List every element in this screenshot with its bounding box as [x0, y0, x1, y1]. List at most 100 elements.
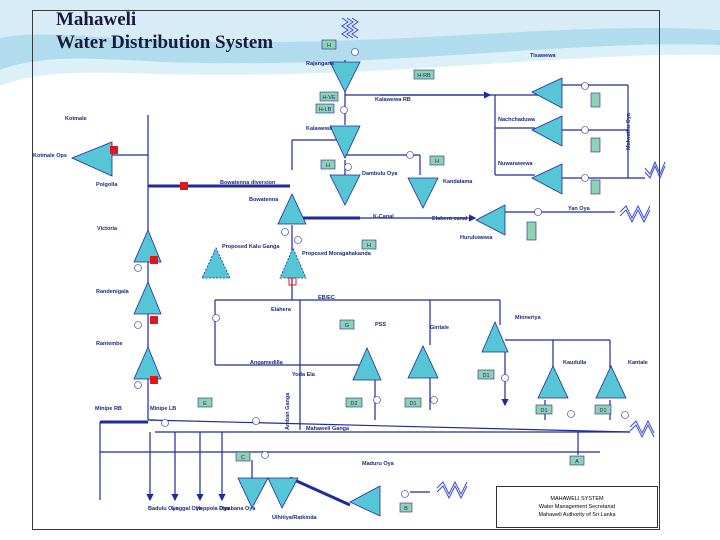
label-badulu-oya: Badulu Oya	[148, 506, 180, 512]
station-box-label: H	[326, 163, 330, 169]
info-line-1: MAHAWELI SYSTEM	[550, 496, 604, 502]
page-title: Mahaweli Water Distribution System	[56, 8, 273, 54]
label-proposed-moragahakanda: Proposed Moragahakanda	[302, 251, 372, 257]
station-box-label: B	[404, 506, 408, 512]
label-ebc: EB/EC	[318, 295, 335, 301]
station-box-label: A	[575, 459, 579, 465]
mahaweli-zigzag	[629, 419, 655, 439]
tisawewa-reservoir	[531, 77, 563, 109]
station-box-label: H	[327, 43, 331, 49]
label-nachchaduwa: Nachchaduwa	[498, 117, 536, 123]
reservoirs	[70, 61, 627, 517]
rantembe-reservoir	[133, 345, 162, 380]
station-box-label: D1	[482, 373, 489, 379]
info-line-3: Mahaweli Authority of Sri Lanka	[538, 512, 616, 518]
lower-reservoir	[349, 485, 381, 517]
randenigala-reservoir	[133, 280, 162, 315]
label-loggal-oya: Loggal Oya	[172, 506, 203, 512]
station-box-label: H	[367, 243, 371, 249]
label-dambulu-oya: Dambulu Oya	[362, 171, 398, 177]
station-boxes	[197, 39, 612, 513]
site-labels: Kotmale Kotmale Ops Polgolla Victoria Ra…	[33, 53, 648, 521]
kandalama-reservoir	[407, 177, 439, 209]
bowatenna-reservoir	[277, 193, 307, 225]
station-box-labels: H H-RB H-VE H-LB H H H G E C A D2 D1 D1 …	[203, 43, 606, 512]
title-line-1: Mahaweli	[56, 9, 137, 30]
label-ulhitiya-ratkinda: Ulhitiya/Ratkinda	[272, 515, 318, 521]
label-mahaweli-ganga: Mahaweli Ganga	[306, 426, 350, 432]
label-rajangana: Rajangana	[306, 61, 335, 67]
yan-oya-zigzag	[619, 204, 651, 224]
proposed-moragahakanda-reservoir	[279, 246, 307, 279]
label-tisawewa: Tisawewa	[530, 53, 557, 59]
huruluwewa-reservoir	[475, 204, 506, 236]
station-box-label: D1	[599, 408, 606, 414]
station-box-label: E	[203, 401, 207, 407]
giritale-reservoir	[407, 345, 439, 379]
station-box-label: C	[241, 455, 245, 461]
gauge-stations	[134, 48, 629, 498]
dambulu-reservoir	[329, 174, 361, 206]
system-info-box: MAHAWELI SYSTEM Water Management Secreta…	[496, 486, 658, 528]
label-elahera: Elahera	[271, 307, 292, 313]
nuwarawewa-reservoir	[531, 163, 563, 195]
label-yoda-ela: Yoda Ela	[292, 372, 316, 378]
station-box-label: D1	[409, 401, 416, 407]
kotmale-ops-reservoir	[70, 141, 113, 177]
label-huruluwewa: Huruluwewa	[460, 235, 493, 241]
station-box-label: H	[435, 159, 439, 165]
diagram-frame	[32, 10, 660, 530]
label-k-canal: K-Canal	[373, 214, 394, 220]
label-randenigala: Randenigala	[96, 289, 130, 295]
proposed-gate	[288, 277, 297, 286]
proposed-reservoirs	[201, 246, 307, 279]
station-box-label: D2	[350, 401, 357, 407]
rajangana-reservoir	[329, 61, 361, 93]
top-river-zigzag	[341, 17, 359, 39]
pss-reservoir	[352, 347, 382, 381]
maduru-reservoir-1	[237, 477, 269, 509]
flow-lines	[99, 60, 645, 507]
label-kandalama: Kandalama	[443, 179, 473, 185]
label-elahera-canal: Elahera canal	[432, 216, 468, 222]
control-gates	[110, 146, 188, 384]
label-kotmale: Kotmale	[65, 116, 87, 122]
label-kotmale-ops: Kotmale Ops	[33, 153, 67, 159]
label-victoria: Victoria	[97, 226, 118, 232]
label-polgolla: Polgolla	[96, 182, 118, 188]
lower-zigzag	[436, 480, 468, 500]
station-box-label: H-LB	[319, 107, 332, 113]
label-yan-oya: Yan Oya	[568, 206, 591, 212]
label-minipe-rb: Minipe RB	[95, 406, 122, 412]
label-giritale: Giritale	[430, 325, 449, 331]
label-rantembe: Rantembe	[96, 341, 123, 347]
label-kaudulla: Kaudulla	[563, 360, 587, 366]
label-minneriya: Minneriya	[515, 315, 542, 321]
label-malwathu-oya: Malwathu Oya	[626, 112, 632, 150]
title-line-2: Water Distribution System	[56, 32, 274, 53]
proposed-kalu-ganga-reservoir	[201, 247, 231, 279]
label-nuwarawewa: Nuwarawewa	[498, 161, 533, 167]
maduru-reservoir-2	[267, 477, 299, 509]
label-diyabana-oya: Diyabana Oya	[219, 506, 256, 512]
station-box-label: D1	[540, 408, 547, 414]
kalawewa-reservoir	[329, 125, 361, 159]
kaudulla-reservoir	[537, 365, 569, 399]
label-kalawewa: Kalawewa	[306, 126, 333, 132]
label-bowatenna: Bowatenna	[249, 197, 279, 203]
label-amban-ganga: Amban Ganga	[285, 392, 291, 430]
label-kalawewa-rb: Kalawewa RB	[375, 97, 411, 103]
label-kantale: Kantale	[628, 360, 648, 366]
station-box-label: H-VE	[322, 95, 335, 101]
kantale-reservoir	[595, 365, 627, 399]
malwathu-zigzag	[644, 160, 666, 180]
label-angamedilla: Angamedilla	[250, 360, 284, 366]
label-heppola-oya: Heppola Oya	[196, 506, 231, 512]
label-bowatenna-diversion: Bowatenna diversion	[220, 180, 276, 186]
label-proposed-kalu-ganga: Proposed Kalu Ganga	[222, 244, 280, 250]
station-box-label: G	[345, 323, 349, 329]
station-box-label: H-RB	[417, 73, 431, 79]
minneriya-reservoir	[481, 320, 509, 353]
river-zigzags	[341, 17, 666, 500]
